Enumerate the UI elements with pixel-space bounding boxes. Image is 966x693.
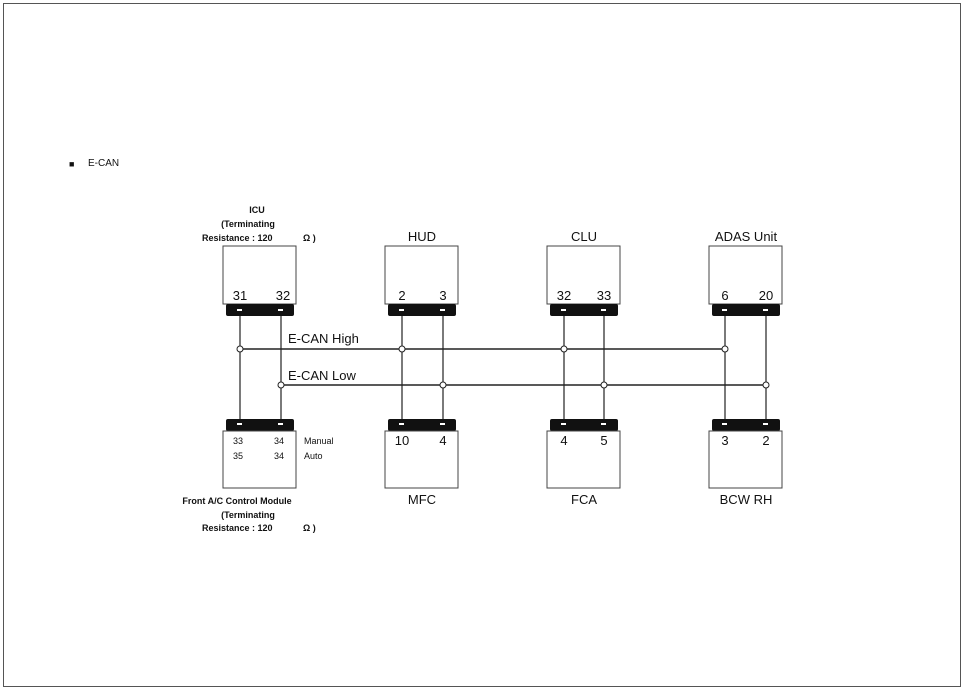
fatc-manual-pin-a: 33 [233, 436, 243, 446]
clu-pin-32: 32 [557, 288, 571, 303]
icu-box [222, 245, 297, 305]
e-can-low-label: E-CAN Low [288, 368, 357, 383]
clu-module: CLU 32 33 [546, 229, 621, 316]
fatc-manual-label: Manual [304, 436, 334, 446]
mfc-connector [388, 419, 456, 431]
splice-point [439, 381, 447, 389]
bcw-rh-module: 3 2 BCW RH [708, 419, 783, 507]
mfc-pin-4: 4 [439, 433, 446, 448]
adas-box [708, 245, 783, 305]
splice-point [277, 381, 285, 389]
splice-point [236, 345, 244, 353]
legend-label: E-CAN [88, 158, 119, 169]
clu-connector [550, 304, 618, 316]
clu-pin-33: 33 [597, 288, 611, 303]
fca-pin-5: 5 [600, 433, 607, 448]
clu-box [546, 245, 621, 305]
icu-note-line2: Resistance : 120 [202, 233, 273, 243]
hud-box [384, 245, 459, 305]
adas-connector [712, 304, 780, 316]
legend-bullet-icon: ■ [69, 159, 74, 169]
fatc-note-unit: Ω ) [303, 523, 316, 533]
hud-connector [388, 304, 456, 316]
fca-module: 4 5 FCA [546, 419, 621, 507]
adas-unit-module: ADAS Unit 6 20 [708, 229, 783, 316]
bcw-box [708, 430, 783, 489]
bcw-pin-3: 3 [721, 433, 728, 448]
fca-connector [550, 419, 618, 431]
splice-point [398, 345, 406, 353]
fatc-connector [226, 419, 294, 431]
mfc-module: 10 4 MFC [384, 419, 459, 507]
mfc-pin-10: 10 [395, 433, 409, 448]
fatc-manual-pin-b: 34 [274, 436, 284, 446]
icu-pin-32: 32 [276, 288, 290, 303]
fca-pin-4: 4 [560, 433, 567, 448]
hud-name: HUD [408, 229, 436, 244]
fca-box [546, 430, 621, 489]
bcw-connector [712, 419, 780, 431]
hud-module: HUD 2 3 [384, 229, 459, 316]
fatc-box [222, 430, 297, 489]
icu-module: ICU (Terminating Resistance : 120 Ω ) 31… [202, 205, 316, 316]
splice-point [560, 345, 568, 353]
front-ac-control-module: 33 34 Manual 35 34 Auto Front A/C Contro… [182, 419, 334, 533]
e-can-high-label: E-CAN High [288, 331, 359, 346]
vertical-wires [239, 316, 767, 419]
fatc-auto-pin-b: 34 [274, 451, 284, 461]
splice-point [762, 381, 770, 389]
bcw-name: BCW RH [720, 492, 773, 507]
icu-pin-31: 31 [233, 288, 247, 303]
splice-points [236, 345, 770, 389]
splice-point [600, 381, 608, 389]
icu-note-line1: (Terminating [221, 219, 275, 229]
fatc-auto-pin-a: 35 [233, 451, 243, 461]
fatc-note-line1: (Terminating [221, 510, 275, 520]
hud-pin-2: 2 [398, 288, 405, 303]
fca-name: FCA [571, 492, 597, 507]
splice-point [721, 345, 729, 353]
clu-name: CLU [571, 229, 597, 244]
adas-pin-6: 6 [721, 288, 728, 303]
hud-pin-3: 3 [439, 288, 446, 303]
adas-name: ADAS Unit [715, 229, 778, 244]
fatc-note-line2: Resistance : 120 [202, 523, 273, 533]
icu-connector [226, 304, 294, 316]
mfc-name: MFC [408, 492, 436, 507]
fatc-auto-label: Auto [304, 451, 323, 461]
icu-name: ICU [249, 205, 265, 215]
diagram-frame [3, 3, 961, 687]
mfc-box [384, 430, 459, 489]
adas-pin-20: 20 [759, 288, 773, 303]
bcw-pin-2: 2 [762, 433, 769, 448]
icu-note-unit: Ω ) [303, 233, 316, 243]
fatc-name: Front A/C Control Module [182, 496, 291, 506]
